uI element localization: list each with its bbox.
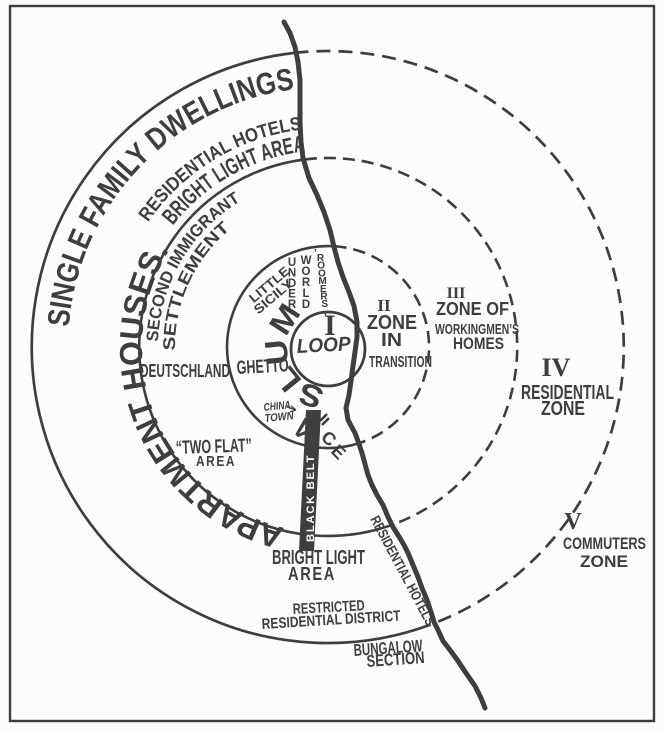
svg-text:II: II [377, 296, 391, 315]
svg-text:’: ’ [314, 248, 317, 259]
svg-text:WORKINGMEN’S: WORKINGMEN’S [435, 321, 519, 338]
svg-text:IV: IV [542, 353, 571, 382]
svg-text:TRANSITION: TRANSITION [369, 354, 432, 371]
svg-text:V: V [564, 509, 582, 535]
svg-text:ZONE: ZONE [541, 398, 585, 420]
svg-text:AREA: AREA [196, 453, 236, 470]
svg-text:III: III [447, 285, 466, 302]
svg-text:BLACK BELT: BLACK BELT [305, 454, 317, 542]
svg-text:ZONE: ZONE [580, 552, 628, 571]
svg-text:SECTION: SECTION [366, 648, 425, 671]
svg-text:RESIDENTIAL: RESIDENTIAL [521, 382, 614, 404]
svg-text:“TWO FLAT”: “TWO FLAT” [175, 435, 252, 459]
svg-text:DEUTSCHLAND: DEUTSCHLAND [140, 361, 230, 381]
svg-text:LOOP: LOOP [296, 333, 352, 358]
svg-text:HOMES: HOMES [453, 334, 504, 353]
svg-text:COMMUTERS: COMMUTERS [563, 534, 646, 553]
svg-text:TOWN: TOWN [264, 410, 295, 425]
svg-text:ZONE OF: ZONE OF [436, 299, 509, 319]
svg-text:I: I [324, 309, 336, 342]
svg-text:CHINA: CHINA [263, 399, 291, 414]
svg-text:AREA: AREA [288, 564, 336, 584]
svg-text:BRIGHT LIGHT: BRIGHT LIGHT [272, 547, 365, 569]
svg-text:BUNGALOW: BUNGALOW [353, 636, 424, 660]
svg-text:GHETTO: GHETTO [236, 355, 289, 379]
svg-text:IN: IN [381, 330, 402, 350]
svg-text:RESTRICTED: RESTRICTED [292, 597, 365, 618]
svg-text:ZONE: ZONE [367, 312, 417, 334]
